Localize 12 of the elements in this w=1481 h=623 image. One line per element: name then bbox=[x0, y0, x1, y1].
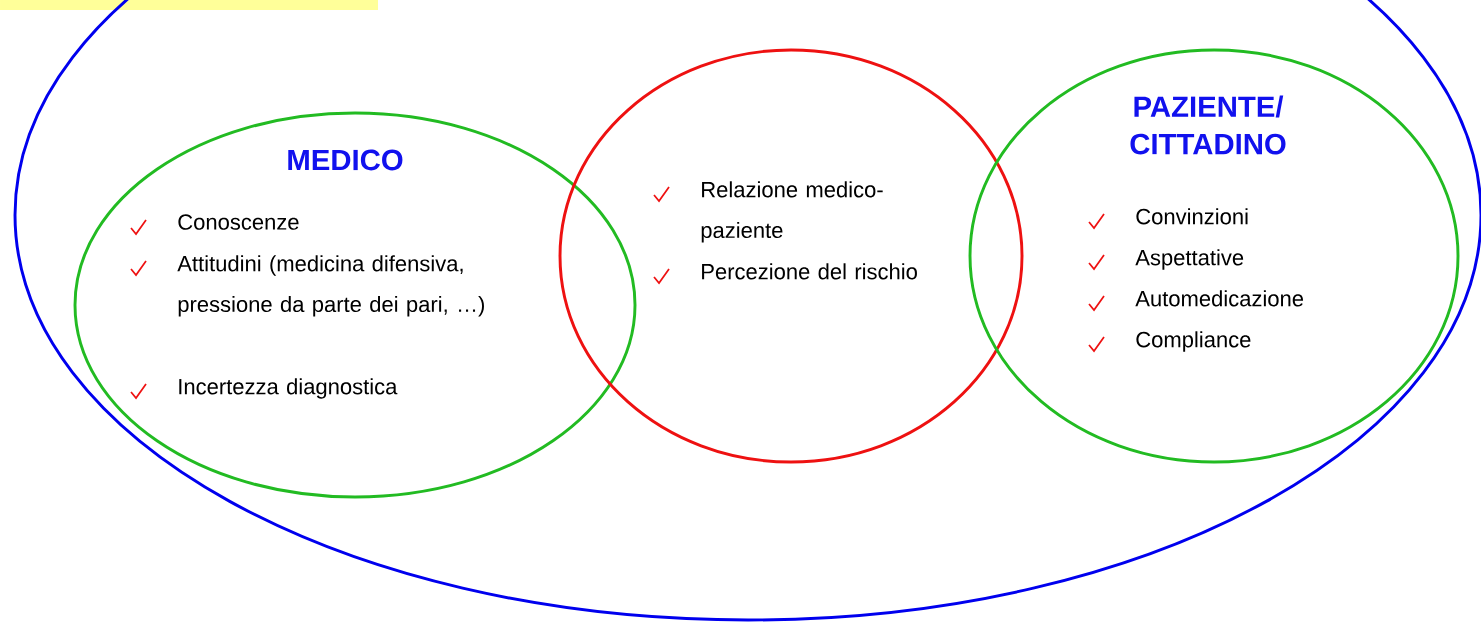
list-item: Aspettative bbox=[1135, 249, 1244, 270]
title: MEDICO bbox=[288, 149, 403, 171]
list-item: Convinzioni bbox=[1136, 208, 1248, 225]
list-item: Attitudini (medicina difensiva, pressione da parte dei pari, …) bbox=[177, 255, 484, 317]
list-item: Conoscenze bbox=[178, 214, 299, 230]
ellipse-outline bbox=[13, 0, 1481, 622]
list-item: Compliance bbox=[1136, 331, 1251, 352]
list-item: Relazione medico-paziente bbox=[701, 181, 883, 243]
list-item: Automedicazione bbox=[1135, 290, 1304, 307]
list-item: Percezione del rischio bbox=[702, 263, 917, 280]
title: PAZIENTE/ CITTADINO bbox=[1130, 95, 1286, 155]
list-item: Incertezza diagnostica bbox=[179, 378, 398, 399]
